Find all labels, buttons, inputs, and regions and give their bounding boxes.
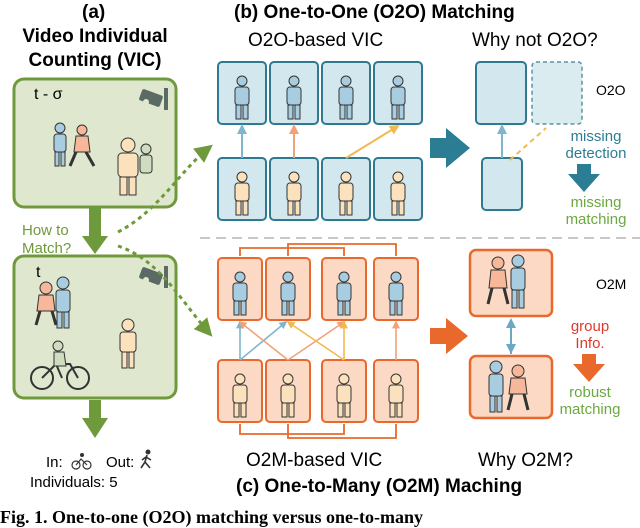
arrow-down-orange xyxy=(573,354,605,382)
frame-curr-label: t xyxy=(36,264,41,281)
detection-box xyxy=(265,359,311,423)
person-icon xyxy=(280,373,296,418)
group-bracket xyxy=(239,247,345,256)
robust-matching-line2: matching xyxy=(559,401,621,418)
o2m-vic-title: O2M-based VIC xyxy=(246,450,383,471)
group-bracket xyxy=(287,243,397,256)
panel-a-label: (a) xyxy=(82,2,106,23)
o2m-tag: O2M xyxy=(596,276,627,292)
detection-box xyxy=(373,61,423,125)
detection-box xyxy=(269,61,319,125)
group-bracket xyxy=(239,424,345,435)
link-line xyxy=(238,321,289,361)
detection-box xyxy=(265,257,311,321)
how-to-text: How to xyxy=(22,222,69,239)
arrow-right-teal xyxy=(430,128,470,168)
person-icon xyxy=(336,271,352,316)
in-cyclist-icon xyxy=(71,453,92,470)
out-label: Out: xyxy=(106,454,135,471)
missing-detection-line2: detection xyxy=(565,145,627,162)
person-icon xyxy=(286,171,302,216)
camera-icon xyxy=(139,88,168,110)
camera-icon xyxy=(139,266,168,288)
person-icon xyxy=(338,171,354,216)
person-icon xyxy=(232,271,248,316)
detection-box xyxy=(217,157,267,221)
detection-box xyxy=(373,257,419,321)
why-o2m-title: Why O2M? xyxy=(478,450,574,471)
arrow-down xyxy=(82,208,108,254)
robust-matching-line1: robust xyxy=(569,384,611,401)
individuals-count: Individuals: 5 xyxy=(30,474,118,491)
person-icon xyxy=(55,276,71,329)
person-icon xyxy=(34,281,58,326)
match-arrow-dashed xyxy=(117,244,213,337)
detection-box xyxy=(373,359,419,423)
person-icon xyxy=(117,137,139,196)
o2m-match-links xyxy=(236,243,400,439)
o2o-tag: O2O xyxy=(596,82,626,98)
person-icon xyxy=(53,122,67,167)
group-info-line2: Info. xyxy=(575,335,605,352)
person-icon xyxy=(388,271,404,316)
o2m-prev-detections xyxy=(217,257,419,321)
panel-a-title-line2: Counting (VIC) xyxy=(28,50,162,71)
in-label: In: xyxy=(46,454,63,471)
person-icon xyxy=(286,75,302,120)
link-line xyxy=(286,321,345,361)
detection-box xyxy=(321,157,371,221)
arrow-down xyxy=(82,400,108,438)
panel-a-title-line1: Video Individual xyxy=(22,26,168,47)
panel-b-heading: (b) One-to-One (O2O) Matching xyxy=(234,2,515,23)
detection-box xyxy=(217,61,267,125)
detection-box xyxy=(321,359,367,423)
person-icon xyxy=(232,373,248,418)
missing-matching-line2: matching xyxy=(565,211,627,228)
cyclist-icon xyxy=(30,340,90,390)
match-text: Match? xyxy=(22,240,72,257)
detection-box xyxy=(321,257,367,321)
missing-detection-line1: missing xyxy=(570,128,622,145)
arrow-right-orange xyxy=(430,318,468,354)
why-not-o2o-title: Why not O2O? xyxy=(472,30,598,51)
detection-box xyxy=(269,157,319,221)
o2o-prev-detections xyxy=(217,61,423,125)
link-line xyxy=(509,127,547,161)
detection-box xyxy=(217,257,263,321)
person-icon xyxy=(486,256,510,305)
group-bracket xyxy=(287,424,397,439)
person-icon xyxy=(506,364,530,411)
group-info-line1: group xyxy=(570,318,610,335)
match-arrow-dashed xyxy=(117,144,213,234)
person-icon xyxy=(234,171,250,216)
person-icon xyxy=(280,271,296,316)
o2o-curr-detections xyxy=(217,157,423,221)
o2o-match-links xyxy=(237,124,400,159)
person-icon xyxy=(68,124,96,167)
person-icon xyxy=(139,143,153,174)
person-icon xyxy=(488,360,504,413)
o2o-vic-title: O2O-based VIC xyxy=(248,30,384,51)
person-icon xyxy=(119,318,137,369)
person-icon xyxy=(336,373,352,418)
person-icon xyxy=(234,75,250,120)
detection-box xyxy=(217,359,263,423)
person-icon xyxy=(388,373,404,418)
o2m-curr-detections xyxy=(217,359,419,423)
person-icon xyxy=(390,75,406,120)
missing-matching-line1: missing xyxy=(570,194,622,211)
detection-box xyxy=(321,61,371,125)
link-line xyxy=(345,124,400,159)
arrow-down-teal xyxy=(568,164,600,192)
frame-prev-label: t - σ xyxy=(34,86,63,103)
person-icon xyxy=(510,254,526,309)
person-icon xyxy=(338,75,354,120)
detection-box xyxy=(373,157,423,221)
panel-c-heading: (c) One-to-Many (O2M) Maching xyxy=(236,476,523,497)
figure-caption: Fig. 1. One-to-one (O2O) matching versus… xyxy=(0,507,423,527)
out-walker-icon xyxy=(140,449,152,469)
person-icon xyxy=(390,171,406,216)
